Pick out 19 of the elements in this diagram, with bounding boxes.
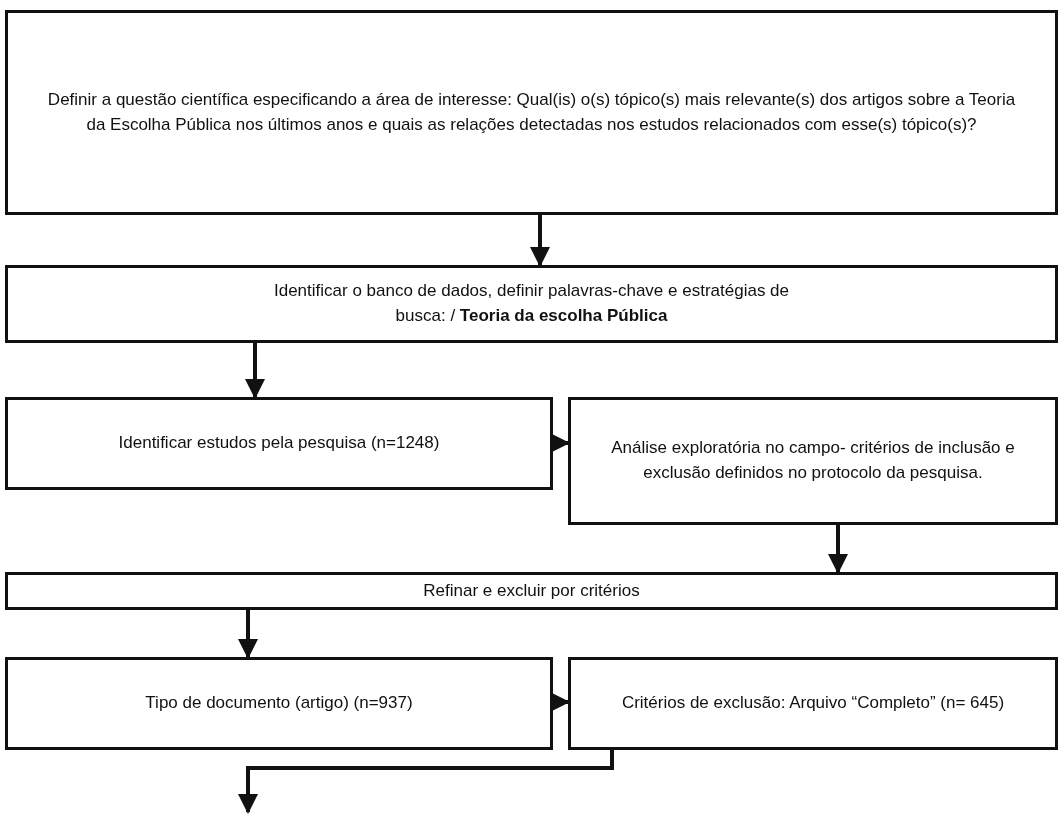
process-box bbox=[5, 10, 1058, 215]
process-box bbox=[568, 397, 1058, 525]
arrow bbox=[245, 343, 265, 399]
arrow bbox=[530, 215, 550, 267]
process-box bbox=[5, 397, 553, 490]
box-text: Definir a questão científica especificando a área de interesse: Qual(is) o(s) tópico(s) mais relevante(s) dos artigos sobre a Teoria da Escolha Pública nos últimos anos e quais as relações detectadas nos estudos relacionados com esse(s) tópico(s)? bbox=[46, 88, 1017, 136]
process-box bbox=[5, 657, 553, 750]
arrow bbox=[828, 525, 848, 574]
process-box bbox=[568, 657, 1058, 750]
box-text: Tipo de documento (artigo) (n=937) bbox=[145, 692, 413, 715]
arrow bbox=[238, 750, 614, 814]
arrow bbox=[238, 610, 258, 659]
box-text: Identificar estudos pela pesquisa (n=1248) bbox=[118, 432, 440, 455]
box-text: Análise exploratória no campo- critérios de inclusão e exclusão definidos no protocolo da pesquisa. bbox=[610, 437, 1016, 484]
box-text: Identificar o banco de dados, definir palavras-chave e estratégias de busca: / Teoria da escolha Pública bbox=[272, 280, 790, 327]
box-text: Refinar e excluir por critérios bbox=[423, 579, 640, 602]
process-box bbox=[5, 572, 1058, 610]
box-text: Critérios de exclusão: Arquivo “Completo” (n= 645) bbox=[621, 692, 1005, 715]
process-box bbox=[5, 265, 1058, 343]
